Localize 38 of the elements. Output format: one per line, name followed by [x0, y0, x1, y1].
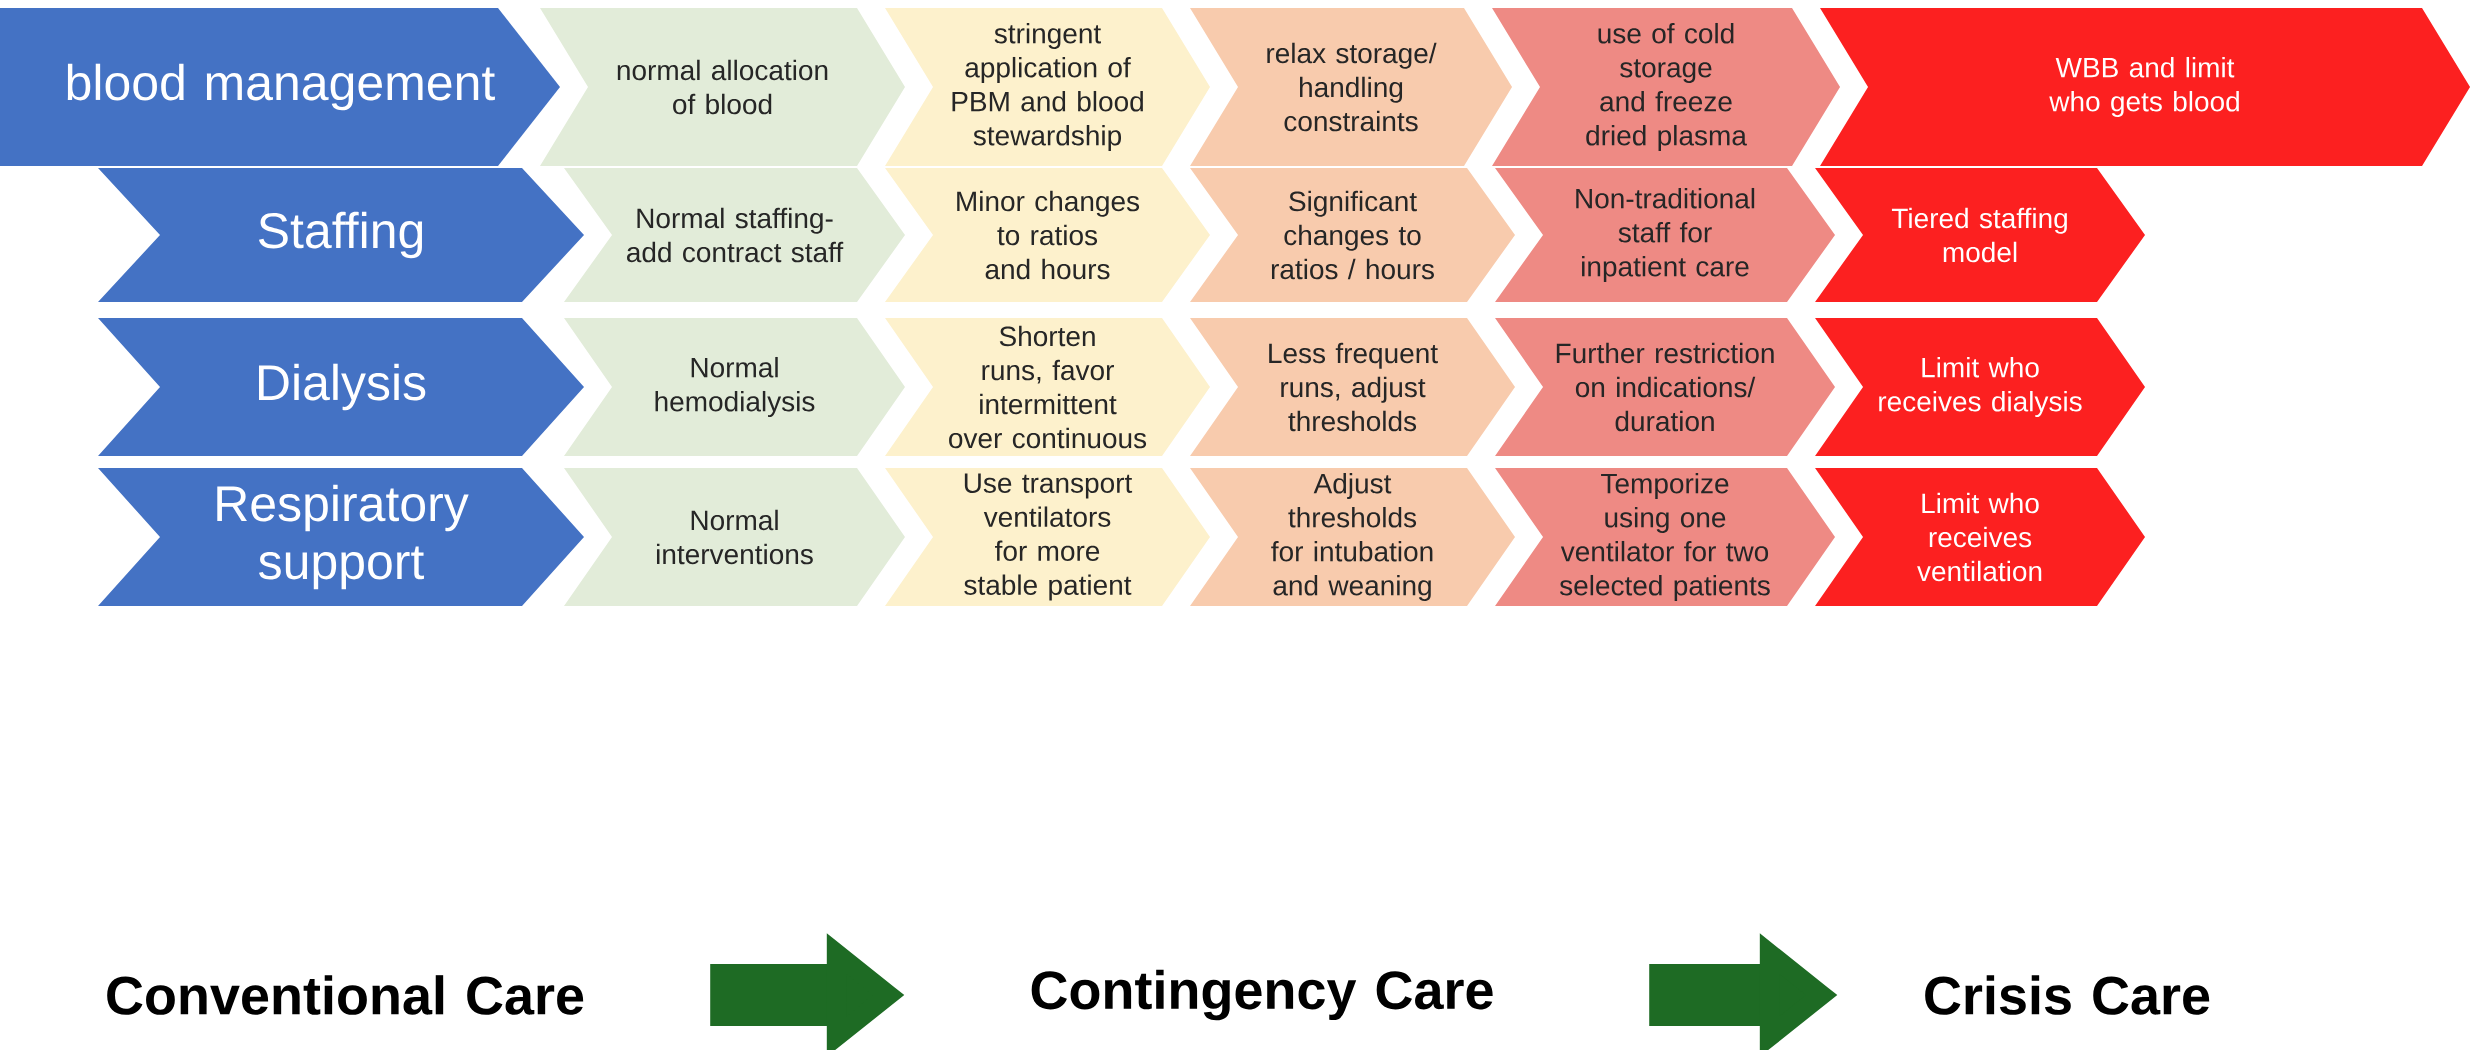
node-label: stringent application of PBM and blood stewardship	[952, 22, 1143, 152]
step-box: Shorten runs, favor intermittent over continuous	[885, 318, 1210, 456]
category-box: blood management	[0, 8, 560, 166]
node-label: Staffing	[258, 211, 423, 259]
node-label: Significant changes to ratios / hours	[1271, 190, 1434, 280]
step-box: Temporize using one ventilator for two selected patients	[1495, 468, 1835, 606]
node-label: Non-traditional staff for inpatient care	[1576, 187, 1755, 283]
node-label: relax storage/ handling constraints	[1267, 42, 1437, 132]
step-box: Adjust thresholds for intubation and weaning	[1190, 468, 1515, 606]
node-label: Tiered staffing model	[1891, 207, 2067, 263]
step-box: Non-traditional staff for inpatient care	[1495, 168, 1835, 302]
node-label: use of cold storage and freeze dried plasma	[1586, 22, 1747, 152]
step-box: Limit who receives dialysis	[1815, 318, 2146, 456]
stage-label: Contingency Care	[1031, 969, 1493, 1021]
step-box: Minor changes to ratios and hours	[885, 168, 1210, 302]
stage-label: Conventional Care	[107, 975, 584, 1015]
step-box: Further restriction on indications/ duration	[1495, 318, 1835, 456]
step-box: normal allocation of blood	[540, 8, 905, 166]
step-box: Use transport ventilators for more stable patient	[885, 468, 1210, 606]
category-box: Respiratory support	[98, 468, 584, 606]
node-label: Minor changes to ratios and hours	[957, 190, 1140, 280]
step-box: WBB and limit who gets blood	[1820, 8, 2471, 166]
step-box: Limit who receives ventilation	[1815, 468, 2146, 606]
node-label: normal allocation of blood	[617, 59, 828, 115]
node-label: Normal staffing- add contract staff	[627, 207, 844, 263]
step-box: Normal staffing- add contract staff	[564, 168, 905, 302]
category-box: Staffing	[98, 168, 584, 302]
stage-label: Crisis Care	[1925, 975, 2210, 1015]
category-box: Dialysis	[98, 318, 584, 456]
step-box: Tiered staffing model	[1815, 168, 2146, 302]
step-box: Normal interventions	[564, 468, 905, 606]
step-box: Normal hemodialysis	[564, 318, 905, 456]
step-box: relax storage/ handling constraints	[1190, 8, 1512, 166]
step-box: Less frequent runs, adjust thresholds	[1190, 318, 1515, 456]
step-box: use of cold storage and freeze dried plasma	[1492, 8, 1840, 166]
step-box: Significant changes to ratios / hours	[1190, 168, 1515, 302]
step-box: stringent application of PBM and blood stewardship	[885, 8, 1210, 166]
node-label: blood management	[67, 63, 495, 111]
